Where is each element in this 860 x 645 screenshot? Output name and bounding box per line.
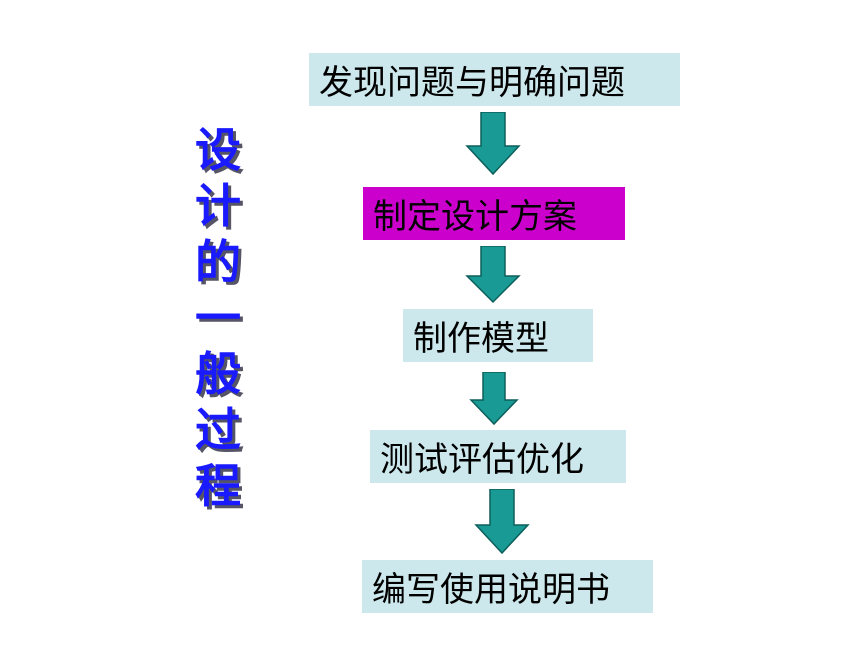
- title-char: 一: [195, 291, 241, 345]
- step-label: 编写使用说明书: [372, 570, 610, 610]
- step-box-design-plan: 制定设计方案: [363, 187, 625, 240]
- title-char: 过: [195, 403, 241, 457]
- vertical-title: 设 计 的 一 般 过 程: [188, 122, 248, 514]
- down-arrow-icon: [474, 489, 530, 555]
- down-arrow-icon: [469, 372, 519, 426]
- step-label: 发现问题与明确问题: [319, 63, 625, 103]
- step-label: 测试评估优化: [380, 440, 584, 480]
- title-char: 程: [195, 459, 241, 513]
- title-char: 设: [195, 123, 241, 177]
- step-label: 制作模型: [413, 319, 549, 359]
- step-box-write-manual: 编写使用说明书: [362, 560, 653, 613]
- step-box-identify-problem: 发现问题与明确问题: [309, 53, 680, 106]
- title-char: 计: [195, 179, 241, 233]
- title-char: 般: [195, 347, 241, 401]
- step-box-test-optimize: 测试评估优化: [370, 430, 626, 483]
- step-box-make-model: 制作模型: [403, 309, 593, 362]
- down-arrow-icon: [465, 246, 521, 304]
- down-arrow-icon: [465, 112, 521, 176]
- title-char: 的: [195, 235, 241, 289]
- step-label: 制定设计方案: [373, 197, 577, 237]
